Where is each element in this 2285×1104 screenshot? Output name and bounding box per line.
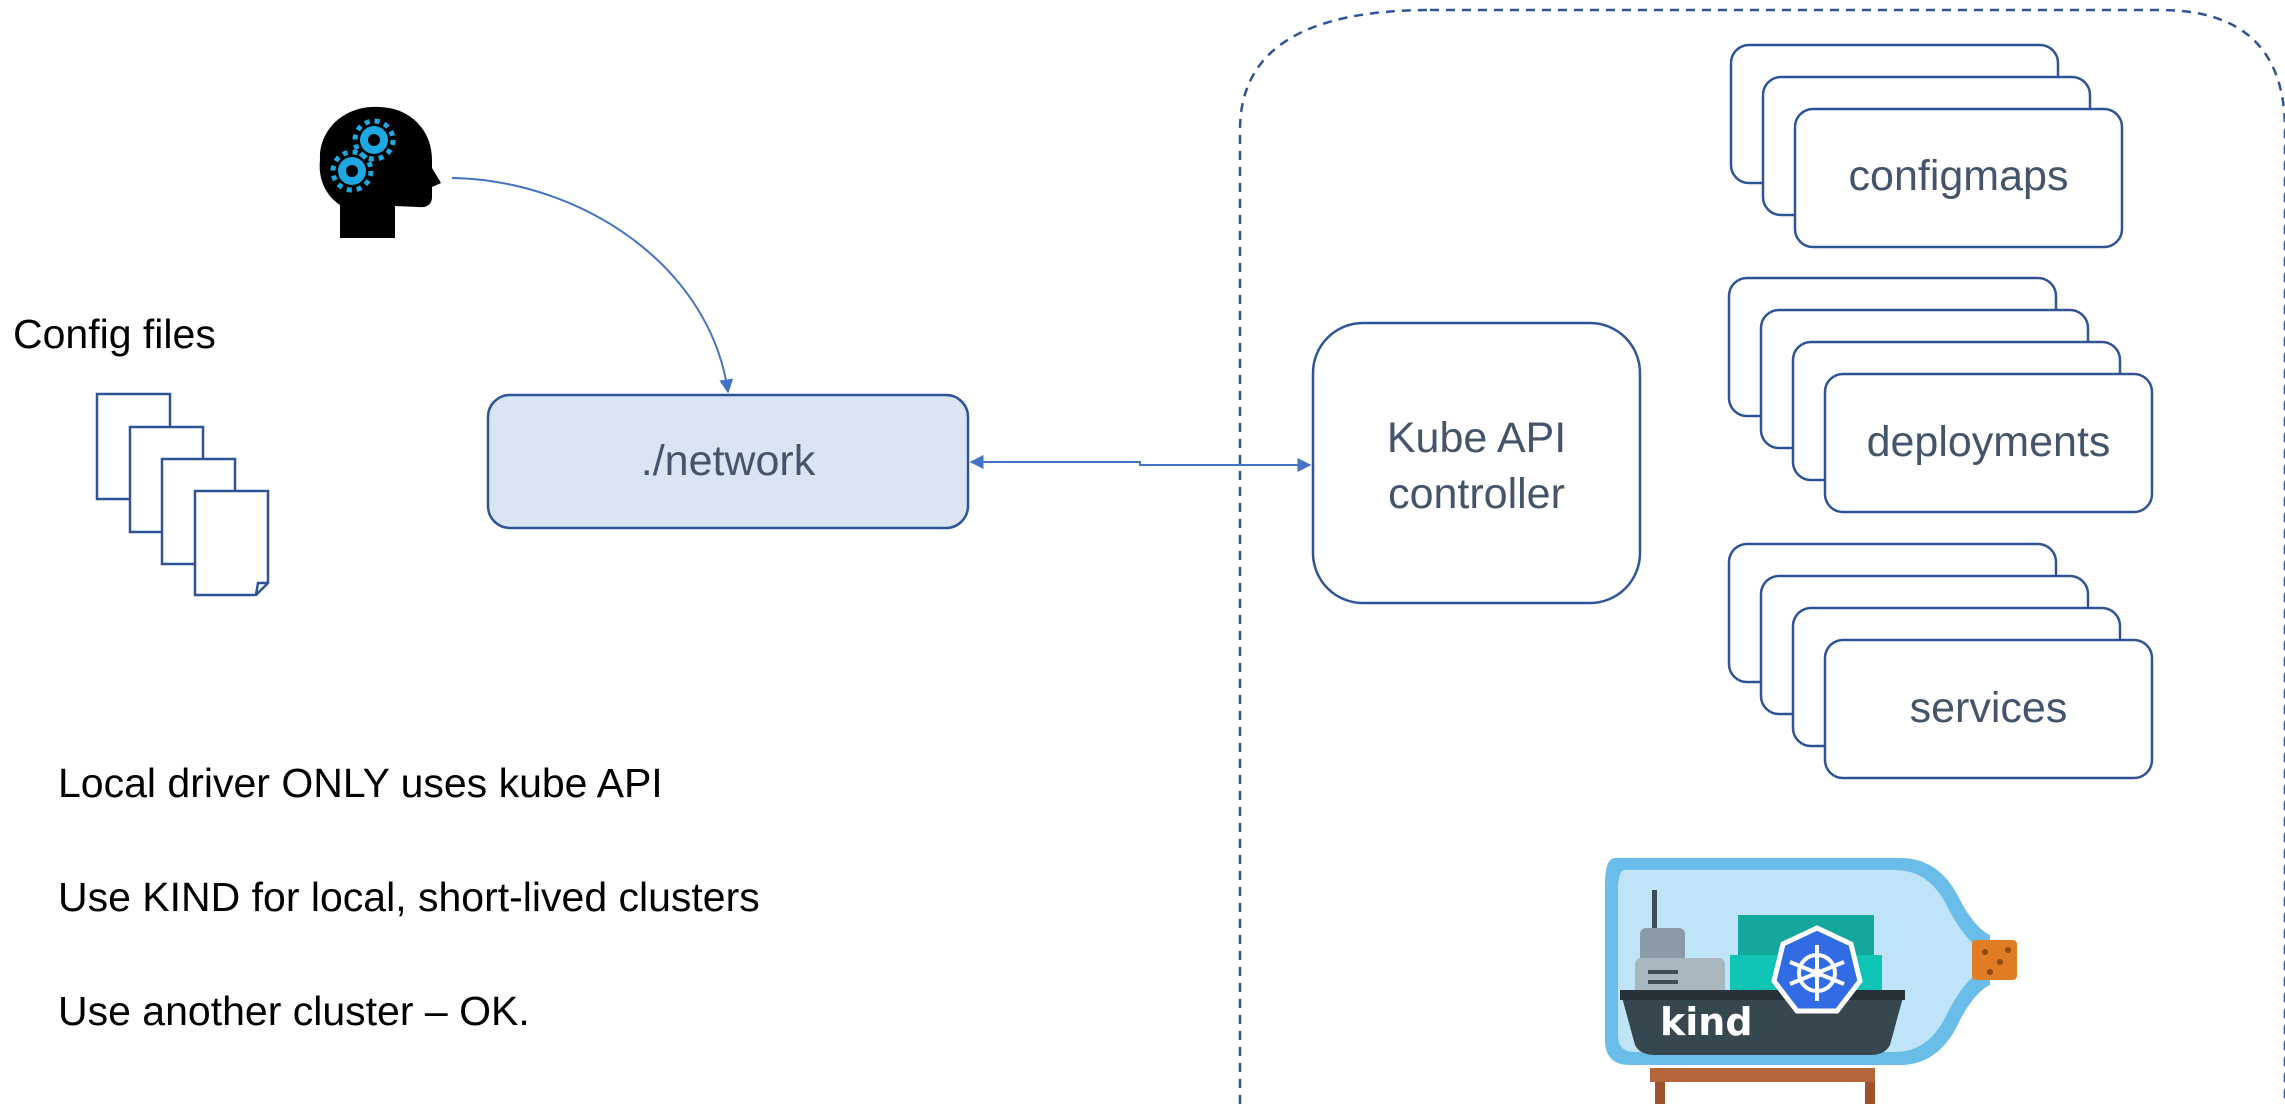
kind-bottle-logo xyxy=(1605,858,2017,1104)
cluster-boundary xyxy=(1238,8,2285,1104)
kube-api-label: Kube API controller xyxy=(1386,414,1567,518)
deployments-stack xyxy=(1727,276,2154,514)
network-kube-arrow xyxy=(969,455,1312,472)
head-to-network-arrow xyxy=(451,177,734,394)
note-another-cluster: Use another cluster – OK. xyxy=(58,988,530,1034)
config-files-label: Config files xyxy=(13,311,216,357)
network-label: ./network xyxy=(640,437,816,485)
network-box xyxy=(486,393,970,530)
note-use-kind: Use KIND for local, short-lived clusters xyxy=(58,874,760,920)
kube-api-box xyxy=(1311,321,1642,605)
note-local-driver: Local driver ONLY uses kube API xyxy=(58,760,663,806)
thinking-head-icon xyxy=(319,106,441,238)
configmaps-stack xyxy=(1729,43,2124,249)
services-stack xyxy=(1727,542,2154,780)
kind-logo-text: kind xyxy=(1660,1000,1753,1044)
services-label: services xyxy=(1909,684,2068,732)
deployments-label: deployments xyxy=(1866,418,2111,466)
configmaps-label: configmaps xyxy=(1848,152,2069,200)
documents-icon xyxy=(95,392,270,597)
